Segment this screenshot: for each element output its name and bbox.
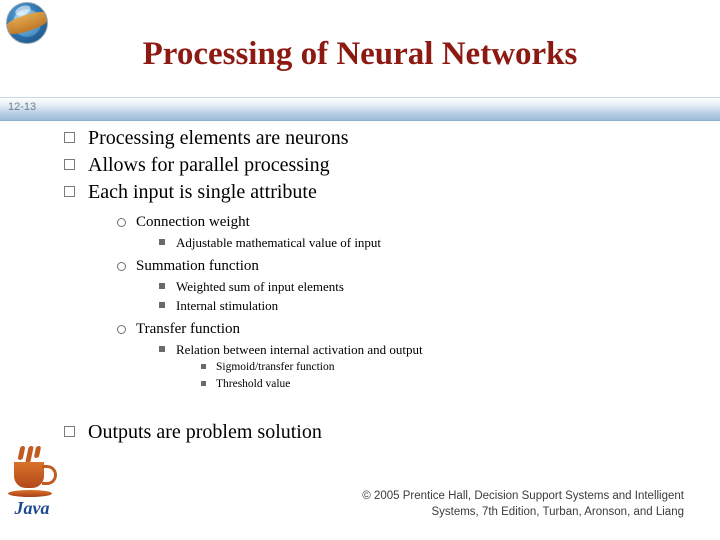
circle-bullet-icon	[117, 218, 126, 227]
bullet-list-level2: Connection weight Adjustable mathematica…	[0, 212, 720, 252]
list-item-label: Internal stimulation	[176, 298, 279, 313]
square-bullet-icon	[159, 283, 165, 289]
square-bullet-icon	[201, 364, 206, 369]
bullet-list-level2: Summation function Weighted sum of input…	[0, 256, 720, 315]
java-steam-icon	[17, 446, 26, 460]
java-steam-icon	[33, 446, 42, 458]
java-steam-icon	[25, 446, 34, 463]
globe-logo	[6, 2, 48, 44]
list-item-label: Allows for parallel processing	[88, 154, 330, 176]
list-item-label: Adjustable mathematical value of input	[176, 235, 382, 250]
circle-bullet-icon	[117, 325, 126, 334]
list-item: Sigmoid/transfer function	[201, 359, 720, 376]
square-bullet-icon	[159, 346, 165, 352]
list-item: Adjustable mathematical value of input	[159, 233, 720, 252]
list-item: Relation between internal activation and…	[159, 340, 720, 359]
list-item-label: Outputs are problem solution	[88, 421, 322, 443]
java-handle-icon	[42, 465, 57, 485]
list-item-label: Summation function	[136, 258, 259, 274]
square-bullet-icon	[64, 426, 75, 437]
java-cup-icon	[14, 462, 44, 488]
list-item: Weighted sum of input elements	[159, 277, 720, 296]
list-item: Allows for parallel processing	[64, 152, 720, 178]
copyright-line-2: Systems, 7th Edition, Turban, Aronson, a…	[431, 506, 684, 518]
list-item: Transfer function	[117, 319, 720, 340]
list-item: Connection weight	[117, 212, 720, 233]
list-item-label: Transfer function	[136, 321, 241, 337]
copyright-footer: © 2005 Prentice Hall, Decision Support S…	[214, 488, 684, 520]
square-bullet-icon	[64, 132, 75, 143]
java-logo-label: Java	[14, 498, 50, 518]
list-item: Threshold value	[201, 376, 720, 393]
square-bullet-icon	[159, 239, 165, 245]
list-item-label: Sigmoid/transfer function	[216, 361, 335, 373]
circle-bullet-icon	[117, 262, 126, 271]
list-item: Each input is single attribute	[64, 179, 720, 205]
list-item: Outputs are problem solution	[64, 419, 322, 445]
slide-content: Processing elements are neurons Allows f…	[0, 125, 720, 393]
copyright-line-1: © 2005 Prentice Hall, Decision Support S…	[362, 490, 684, 502]
list-item: Summation function	[117, 256, 720, 277]
bullet-list-level1: Processing elements are neurons Allows f…	[0, 125, 720, 205]
page-title: Processing of Neural Networks	[142, 36, 578, 72]
bullet-list-level2: Transfer function Relation between inter…	[0, 319, 720, 393]
list-item: Internal stimulation	[159, 296, 720, 315]
java-logo: Java	[4, 446, 60, 518]
square-bullet-icon	[64, 159, 75, 170]
list-item-label: Connection weight	[136, 214, 250, 230]
list-item-label: Processing elements are neurons	[88, 127, 349, 149]
java-saucer-icon	[8, 490, 52, 497]
list-item-label: Each input is single attribute	[88, 181, 317, 203]
square-bullet-icon	[201, 381, 206, 386]
square-bullet-icon	[159, 302, 165, 308]
list-item-label: Relation between internal activation and…	[176, 342, 423, 357]
page-number: 12-13	[8, 101, 37, 113]
list-item-label: Threshold value	[216, 378, 291, 390]
banner-bar: 12-13	[0, 97, 720, 121]
list-item-label: Weighted sum of input elements	[176, 279, 344, 294]
list-item: Processing elements are neurons	[64, 125, 720, 151]
square-bullet-icon	[64, 186, 75, 197]
